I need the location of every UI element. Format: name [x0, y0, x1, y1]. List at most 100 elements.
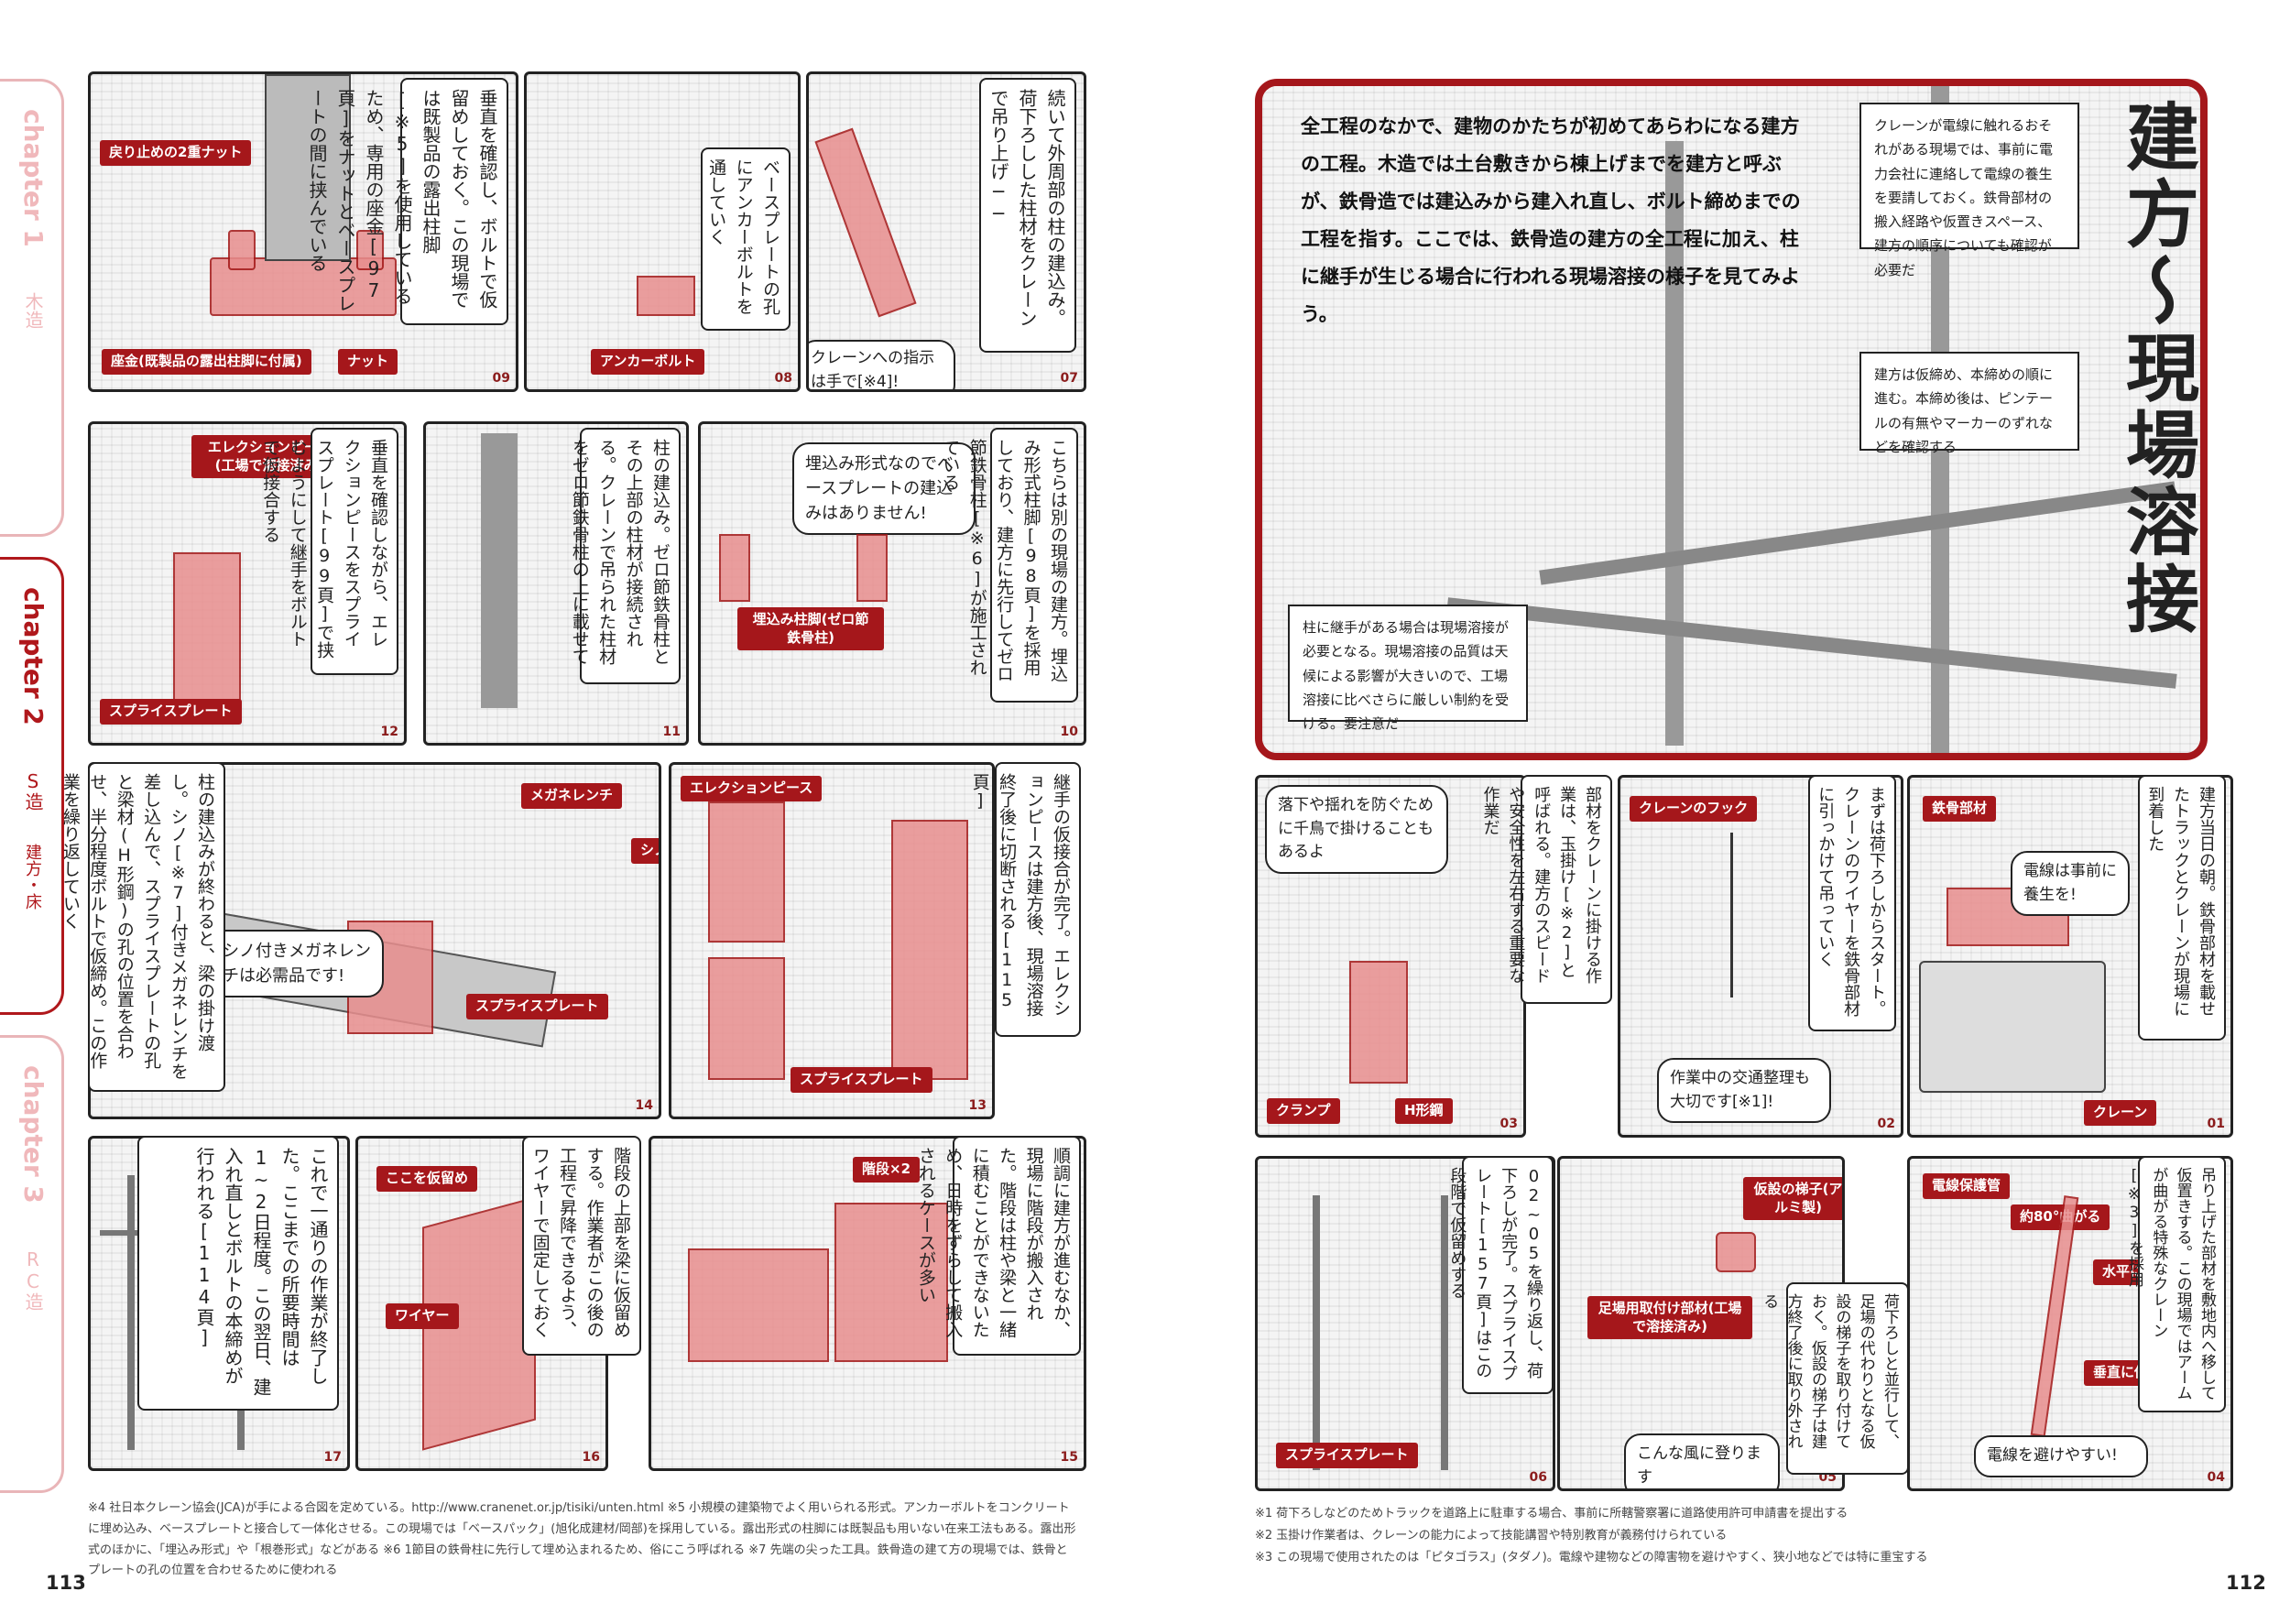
panel-09: 戻り止めの2重ナット 座金(既製品の露出柱脚に付属) ナット 垂直を確認し、ボル…	[88, 71, 518, 392]
panel-number: 13	[968, 1098, 987, 1113]
caption-08: ベースプレートの孔にアンカーボルトを通していく	[701, 147, 791, 331]
label-splice-plate: スプライスプレート	[466, 994, 608, 1019]
panel-12: エレクションピース(工場で溶接済み) スプライスプレート 垂直を確認しながら、エ…	[88, 421, 407, 746]
column-lifted	[814, 127, 917, 318]
page-title: 建方〜現場溶接	[2114, 99, 2199, 638]
caption-13: 継手の仮接合が完了。エレクションピースは建方後、現場溶接終了後に切断される[11…	[970, 762, 1081, 1037]
footnote-right-2: ※2 玉掛け作業者は、クレーンの能力によって技能講習や特別教育が義務付けられてい…	[1255, 1529, 1728, 1542]
anchor-bolts	[637, 276, 695, 316]
beam	[1446, 597, 2177, 689]
speech-bubble: 落下や揺れを防ぐために千鳥で掛けることもあるよ	[1265, 785, 1448, 874]
label-spanner: メガネレンチ	[521, 783, 623, 809]
panel-number: 16	[582, 1450, 600, 1465]
embedded-column	[719, 534, 750, 602]
label-nut: ナット	[338, 349, 398, 375]
label-anchor-bolt: アンカーボルト	[591, 349, 705, 375]
panel-number: 14	[635, 1098, 653, 1113]
label-crane-hook: クレーンのフック	[1630, 796, 1758, 822]
label-temp-ladder: 仮設の梯子(アルミ製)	[1743, 1177, 1842, 1220]
column	[1665, 141, 1684, 746]
chapter-3-sub: RC造	[22, 1248, 44, 1311]
nut	[228, 230, 256, 270]
chapter-1-label: chapter 1	[18, 109, 49, 247]
speech-bubble: 作業中の交通整理も大切です[※1]!	[1657, 1058, 1831, 1123]
caption-r04: 吊り上げた部材を敷地内へ移して仮置きする。この現場ではアームが曲がる特殊なクレー…	[2125, 1156, 2226, 1412]
panel-number: 03	[1499, 1117, 1518, 1131]
label-temp-fix: ここを仮留め	[376, 1166, 478, 1192]
caption-r02: まずは荷下ろしからスタート。クレーンのワイヤーを鉄骨部材に引っかけて吊っていく	[1808, 775, 1896, 1031]
hero-frame	[1255, 79, 2208, 760]
splice-plate	[708, 957, 785, 1080]
frame	[127, 1175, 135, 1450]
caption-16: 階段の上部を梁に仮留めする。作業者がこの後の工程で昇降できるよう、ワイヤーで固定…	[522, 1136, 641, 1356]
panel-11: 柱の建込み。ゼロ節鉄骨柱とその上部の柱材が接続される。クレーンで吊られた柱材をゼ…	[423, 421, 689, 746]
caption-r01: 建方当日の朝。鉄骨部材を載せたトラックとクレーンが現場に到着した	[2138, 775, 2226, 1041]
page-number-left: 113	[46, 1572, 86, 1594]
label-stairs: 階段×2	[853, 1157, 921, 1183]
panel-r03: 落下や揺れを防ぐために千鳥で掛けることもあるよ クランプ H形鋼 03	[1255, 775, 1526, 1138]
label-double-nut: 戻り止めの2重ナット	[100, 140, 252, 166]
footnote-right-1: ※1 荷下ろしなどのためトラックを道路上に駐車する場合、事前に所轄警察署に道路使…	[1255, 1507, 1848, 1520]
erection-piece	[708, 801, 785, 943]
crane-wire	[1730, 833, 1733, 997]
caption-11: 柱の建込み。ゼロ節鉄骨柱とその上部の柱材が接続される。クレーンで吊られた柱材をゼ…	[570, 428, 681, 684]
label-splice-plate: スプライスプレート	[1276, 1443, 1418, 1468]
caption-12: 垂直を確認しながら、エレクションピースをスプライスプレート[99頁]で挟むように…	[260, 428, 398, 675]
chapter-3-tab[interactable]: chapter 3 RC造	[0, 1035, 64, 1493]
panel-number: 02	[1877, 1117, 1895, 1131]
panel-number: 11	[662, 725, 681, 739]
stair	[834, 1203, 948, 1362]
panel-r05: 仮設の梯子(アルミ製) 足場用取付け部材(工場で溶接済み) こんな風に登ります …	[1557, 1156, 1845, 1491]
caption-14-main: 柱の建込みが終わると、梁の掛け渡し。シノ[※7]付きメガネレンチを差し込んで、ス…	[60, 762, 225, 1092]
crane-arm	[2030, 1195, 2079, 1437]
panel-number: 12	[380, 725, 398, 739]
label-splice-plate: スプライスプレート	[791, 1067, 932, 1093]
nut	[356, 230, 384, 270]
truck	[1919, 961, 2106, 1093]
caption-10: こちらは別の現場の建方。埋込み形式柱脚[98頁]を採用しており、建方に先行してゼ…	[940, 428, 1078, 703]
caption-r03: 部材をクレーンに掛ける作業は、玉掛け[※2]と呼ばれる。建方のスピードや安全性を…	[1480, 775, 1612, 1004]
label-clamp: クランプ	[1267, 1098, 1340, 1124]
intro-text: 全工程のなかで、建物のかたちが初めてあらわになる建方の工程。木造では土台敷きから…	[1301, 115, 1801, 325]
footnote-left: ※4 社日本クレーン協会(JCA)が手による合図を定めている。http://ww…	[88, 1501, 1076, 1578]
chapter-2-label: chapter 2	[18, 587, 49, 725]
speech-bubble: クレーンへの指示は手で[※4]!	[809, 340, 955, 389]
caption-15: 順調に建方が進むなか、現場に階段が搬入された。階段は柱や梁と一緒に積むことができ…	[916, 1136, 1081, 1356]
panel-number: 15	[1060, 1450, 1078, 1465]
panel-08: アンカーボルト ベースプレートの孔にアンカーボルトを通していく 08	[524, 71, 801, 392]
label-splice-plate: スプライスプレート	[100, 699, 242, 725]
beam	[1539, 481, 2176, 585]
speech-bubble: 電線を避けやすい!	[1974, 1435, 2148, 1477]
panel-number: 07	[1060, 371, 1078, 386]
chapter-1-tab[interactable]: chapter 1 木造	[0, 79, 64, 537]
chapter-2-tab[interactable]: chapter 2 S造 建方・床	[0, 557, 64, 1015]
panel-number: 17	[323, 1450, 342, 1465]
panel-number: 06	[1529, 1470, 1547, 1485]
panel-number: 09	[492, 371, 510, 386]
label-crane: クレーン	[2084, 1100, 2157, 1126]
caption-r06: 02~05を繰り返し、荷下ろしが完了。スプライスプレート[157頁]はこの段階で…	[1447, 1156, 1554, 1394]
splice-plate	[173, 552, 241, 703]
panel-10: 埋込み形式なのでベースプレートの建込みはありません! 埋込み柱脚(ゼロ節鉄骨柱)…	[698, 421, 1086, 746]
footnote-right-3: ※3 この現場で使用されたのは「ピタゴラス」(タダノ)。電線や建物などの障害物を…	[1255, 1551, 1928, 1564]
speech-bubble: こんな風に登ります	[1624, 1433, 1780, 1488]
label-scaffold-fitting: 足場用取付け部材(工場で溶接済み)	[1587, 1296, 1752, 1339]
speech-bubble: 埋込み形式なのでベースプレートの建込みはありません!	[792, 442, 976, 535]
chapter-2-items: 建方・床	[23, 844, 42, 910]
note-crane-wires: クレーンが電線に触れるおそれがある現場では、事前に電力会社に連絡して電線の養生を…	[1859, 103, 2079, 278]
panel-number: 08	[774, 371, 792, 386]
note-tightening: 建方は仮締め、本締めの順に進む。本締め後は、ピンテールの有無やマーカーのずれなど…	[1859, 352, 2079, 455]
panel-13: エレクションピース スプライスプレート 13	[669, 762, 995, 1119]
label-wire: ワイヤー	[386, 1303, 459, 1329]
speech-bubble: シノ付きメガネレンチは必需品です!	[210, 930, 384, 997]
stair	[688, 1248, 829, 1362]
h-beam	[1349, 961, 1408, 1084]
column	[265, 74, 351, 261]
label-steel-members: 鉄骨部材	[1923, 796, 1997, 822]
panel-number: 10	[1060, 725, 1078, 739]
caption-r05: 荷下ろしと並行して、足場の代わりとなる仮設の梯子を取り付けておく。仮設の梯子は建…	[1760, 1282, 1909, 1475]
column-upper	[481, 433, 518, 708]
label-cable-protector: 電線保護管	[1923, 1173, 2011, 1199]
panel-number: 04	[2207, 1470, 2225, 1485]
caption-17: これで一通りの作業が終了した。ここまでの所要時間は1~2日程度。この翌日、建入れ…	[137, 1136, 339, 1411]
